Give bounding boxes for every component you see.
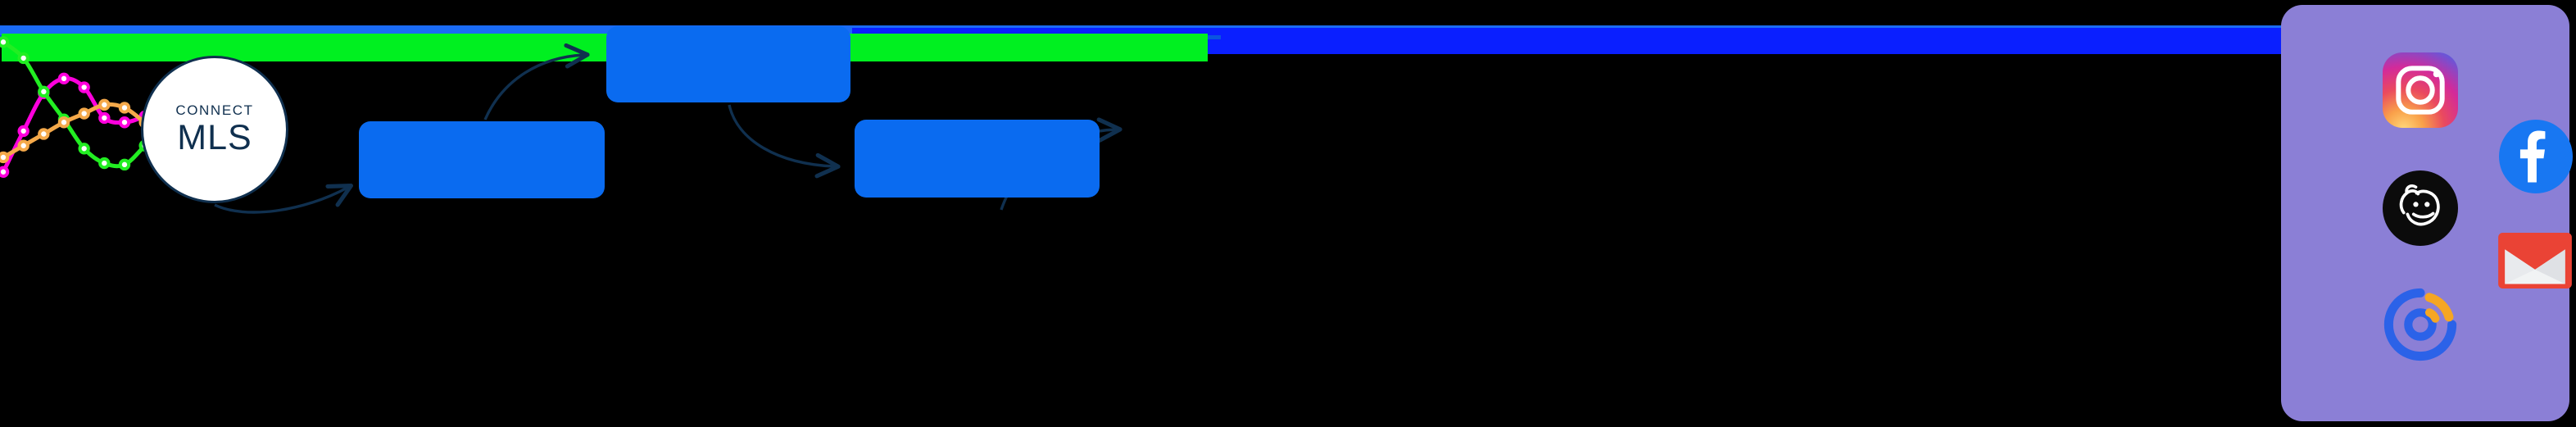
chart-marker — [78, 81, 90, 93]
chart-marker — [118, 158, 131, 171]
arrow-box-top-mid-to-box-bottom-right — [728, 104, 841, 179]
chart-marker — [118, 116, 131, 129]
chart-marker — [38, 85, 50, 98]
badge-kicker: CONNECT — [175, 102, 254, 118]
arrow-box-bottom-left-to-box-top-mid — [483, 43, 590, 120]
chart-marker — [17, 125, 29, 138]
badge-title: MLS — [177, 118, 252, 157]
chart-marker — [0, 151, 10, 164]
chart-marker — [17, 139, 29, 152]
chart-marker — [78, 107, 90, 120]
chart-marker — [98, 111, 111, 125]
chart-marker — [0, 166, 10, 178]
gmail-icon[interactable] — [2497, 233, 2573, 288]
integrations-panel — [2281, 5, 2573, 421]
chart-marker — [78, 143, 90, 155]
constant-contact-icon[interactable] — [2383, 287, 2458, 362]
chart-marker — [118, 102, 131, 114]
chart-marker — [0, 36, 10, 48]
chart-marker — [17, 52, 29, 65]
chart-marker — [57, 72, 70, 85]
chart-marker — [57, 116, 70, 129]
chart-marker — [98, 157, 111, 170]
instagram-icon[interactable] — [2383, 52, 2458, 128]
mailchimp-icon[interactable] — [2383, 170, 2458, 246]
chart-marker — [38, 128, 50, 140]
facebook-icon[interactable] — [2499, 120, 2573, 193]
chart-marker — [98, 98, 111, 111]
connect-mls-badge: CONNECT MLS — [141, 56, 288, 203]
box-bottom-right[interactable] — [855, 120, 1100, 198]
box-bottom-left[interactable] — [359, 121, 605, 198]
box-top-mid[interactable] — [606, 26, 850, 102]
